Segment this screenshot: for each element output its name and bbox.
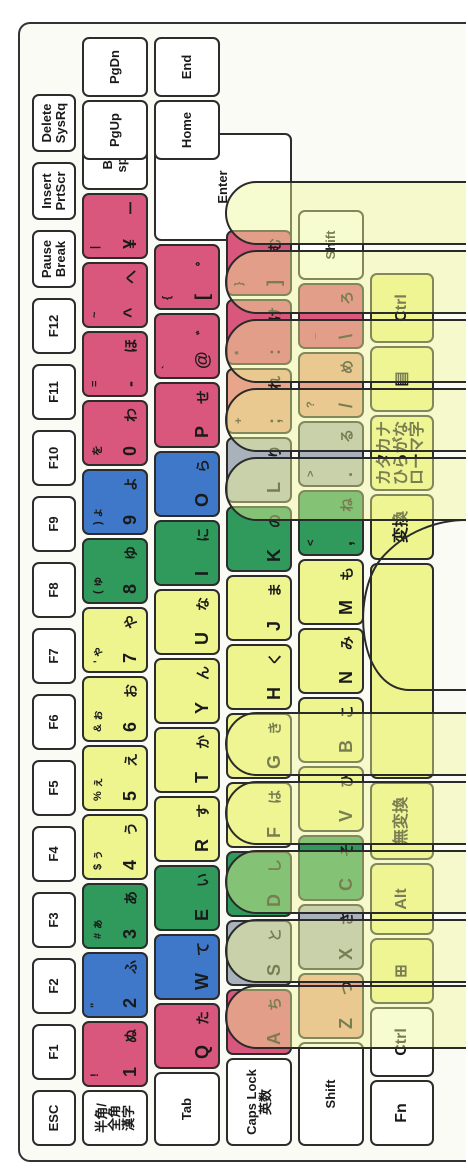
finger-outline-0 xyxy=(226,986,466,1048)
finger-outline-7 xyxy=(226,320,466,382)
finger-outline-2 xyxy=(226,851,466,913)
finger-guide-overlay xyxy=(20,24,466,1160)
finger-outline-9 xyxy=(226,182,466,244)
finger-outline-6 xyxy=(226,389,466,451)
finger-outline-8 xyxy=(226,251,466,313)
finger-outline-4 xyxy=(226,713,466,775)
thumb-outline xyxy=(363,520,466,690)
finger-outline-1 xyxy=(226,920,466,982)
finger-outline-5 xyxy=(226,458,466,520)
finger-outline-3 xyxy=(226,782,466,844)
